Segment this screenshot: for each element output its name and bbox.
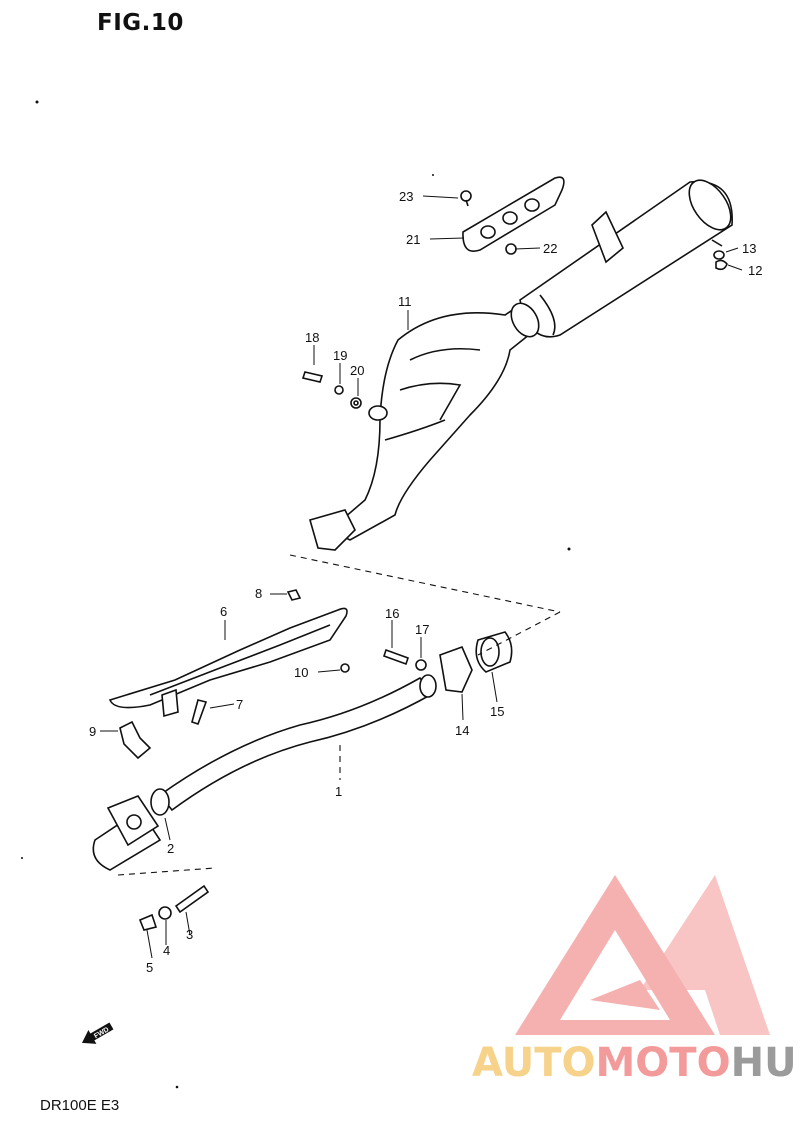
muffler-hardware xyxy=(301,190,728,409)
callout-14: 14 xyxy=(455,723,469,738)
callout-3: 3 xyxy=(186,927,193,942)
pipe-heat-guard xyxy=(108,607,348,718)
watermark-auto: AUTO xyxy=(472,1040,596,1086)
callout-16: 16 xyxy=(385,606,399,621)
callout-8: 8 xyxy=(255,586,262,601)
watermark-hub: HUB xyxy=(730,1040,800,1086)
fwd-arrow-icon: FWD xyxy=(82,1022,114,1044)
callout-21: 21 xyxy=(406,232,420,247)
callout-7: 7 xyxy=(236,697,243,712)
figure-title: FIG.10 xyxy=(97,10,184,36)
scan-specks xyxy=(21,100,571,1089)
callout-18: 18 xyxy=(305,330,319,345)
fwd-label: FWD xyxy=(93,1026,110,1040)
exhaust-pipe xyxy=(92,674,437,871)
callout-6: 6 xyxy=(220,604,227,619)
muffler-cover xyxy=(462,176,565,252)
callout-5: 5 xyxy=(146,960,153,975)
heat-shield xyxy=(309,302,540,551)
model-code: DR100E E3 xyxy=(40,1097,120,1114)
callout-23: 23 xyxy=(399,189,413,204)
callout-1: 1 xyxy=(335,784,342,799)
joint-clamp xyxy=(439,631,513,693)
callout-2: 2 xyxy=(167,841,174,856)
callout-20: 20 xyxy=(350,363,364,378)
callout-17: 17 xyxy=(415,622,429,637)
callout-15: 15 xyxy=(490,704,504,719)
callout-4: 4 xyxy=(163,943,170,958)
watermark-logo-icon xyxy=(515,875,770,1035)
callout-11: 11 xyxy=(398,294,412,309)
assembly-lines xyxy=(117,554,561,876)
pipe-hardware xyxy=(119,589,427,931)
leader-lines xyxy=(100,195,743,959)
callout-22: 22 xyxy=(543,241,557,256)
callout-12: 12 xyxy=(748,263,762,278)
muffler xyxy=(519,179,733,338)
callout-9: 9 xyxy=(89,724,96,739)
watermark-wordmark: AUTOMOTOHUB xyxy=(472,1040,800,1086)
callout-13: 13 xyxy=(742,241,756,256)
callout-10: 10 xyxy=(294,665,308,680)
callout-19: 19 xyxy=(333,348,347,363)
watermark-moto: MOTO xyxy=(595,1040,731,1086)
callout-labels: 1 2 3 4 5 6 7 8 9 10 11 12 13 14 15 16 1… xyxy=(89,189,762,975)
